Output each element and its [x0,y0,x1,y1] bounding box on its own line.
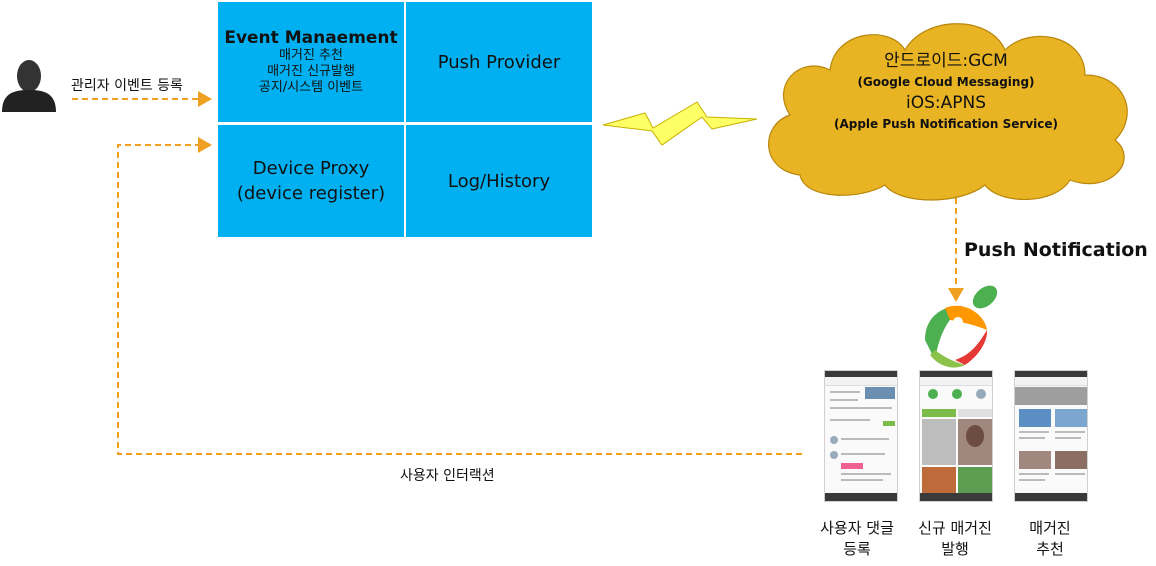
event-management-item: 매거진 추천 [279,48,343,63]
user-interaction-arrow [117,137,802,455]
lightning-bolt-icon [602,101,758,146]
cloud-shape [768,23,1128,201]
phone-caption-comment: 사용자 댓글 등록 [802,518,912,560]
event-management-item: 매거진 신규발행 [267,64,355,79]
event-management-box: Event Manaement 매거진 추천 매거진 신규발행 공지/시스템 이… [218,2,404,122]
caption-line: 매거진 [1029,519,1071,537]
caption-line: 사용자 댓글 [820,519,894,537]
device-proxy-label: Device Proxy [252,158,370,179]
device-proxy-sublabel: (device register) [236,183,386,204]
push-provider-box: Push Provider [406,2,592,122]
device-proxy-box: Device Proxy (device register) [218,125,404,237]
fruit-person-logo-icon [923,285,998,368]
android-gcm-detail: (Google Cloud Messaging) [857,75,1035,89]
log-history-box: Log/History [406,125,592,237]
event-management-item: 공지/시스템 이벤트 [258,80,364,95]
phone-screenshot-new-magazine [919,370,993,502]
user-interaction-label: 사용자 인터랙션 [400,468,495,484]
ios-apns-label: iOS:APNS [905,93,986,113]
cloud-text: 안드로이드:GCM (Google Cloud Messaging) iOS:A… [760,50,1132,134]
push-notification-label: Push Notification [964,239,1148,261]
android-gcm-label: 안드로이드:GCM [884,51,1008,71]
caption-line: 발행 [941,540,969,558]
caption-line: 추천 [1036,540,1064,558]
phone-screenshot-recommend [1014,370,1088,502]
caption-line: 신규 매거진 [918,519,992,537]
ios-apns-detail: (Apple Push Notification Service) [833,117,1058,131]
event-management-title: Event Manaement [224,28,398,48]
person-silhouette-icon [2,60,56,112]
phone-caption-new-magazine: 신규 매거진 발행 [900,518,1010,560]
admin-event-label: 관리자 이벤트 등록 [71,78,183,94]
log-history-label: Log/History [447,170,551,192]
push-provider-label: Push Provider [437,51,561,73]
phone-caption-recommend: 매거진 추천 [995,518,1105,560]
phone-screenshot-comment [824,370,898,502]
caption-line: 등록 [843,540,871,558]
